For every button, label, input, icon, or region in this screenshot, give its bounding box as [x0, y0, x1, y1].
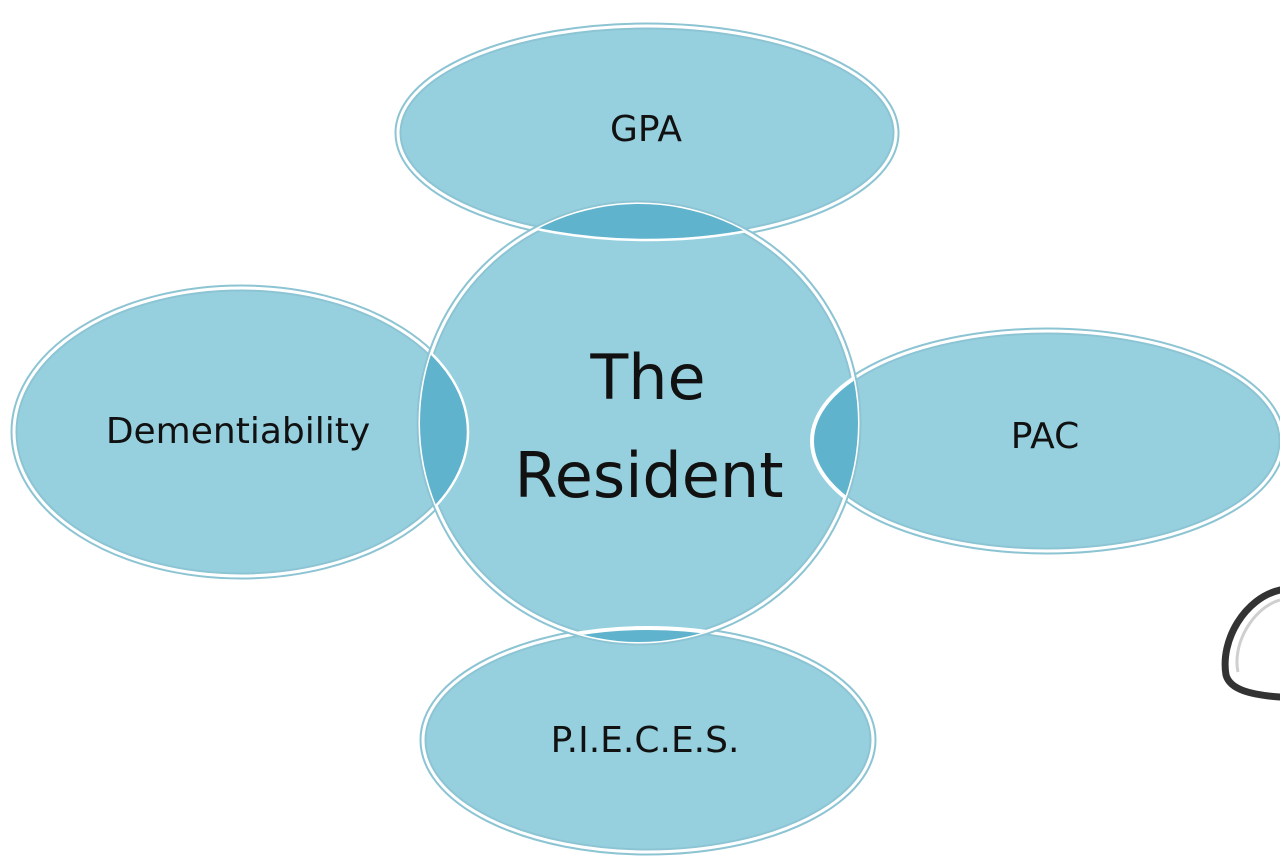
decorative-curve-shape [1221, 586, 1280, 701]
ellipse-bottom [419, 624, 877, 856]
label-center-line1: The [589, 341, 705, 414]
label-right: PAC [1011, 416, 1080, 457]
label-top: GPA [610, 109, 682, 150]
circle-center [416, 200, 862, 646]
decorative-curve-inner [1235, 598, 1280, 673]
label-left: Dementiability [106, 411, 370, 452]
label-center-line2: Resident [514, 439, 783, 512]
label-bottom: P.I.E.C.E.S. [551, 720, 740, 761]
